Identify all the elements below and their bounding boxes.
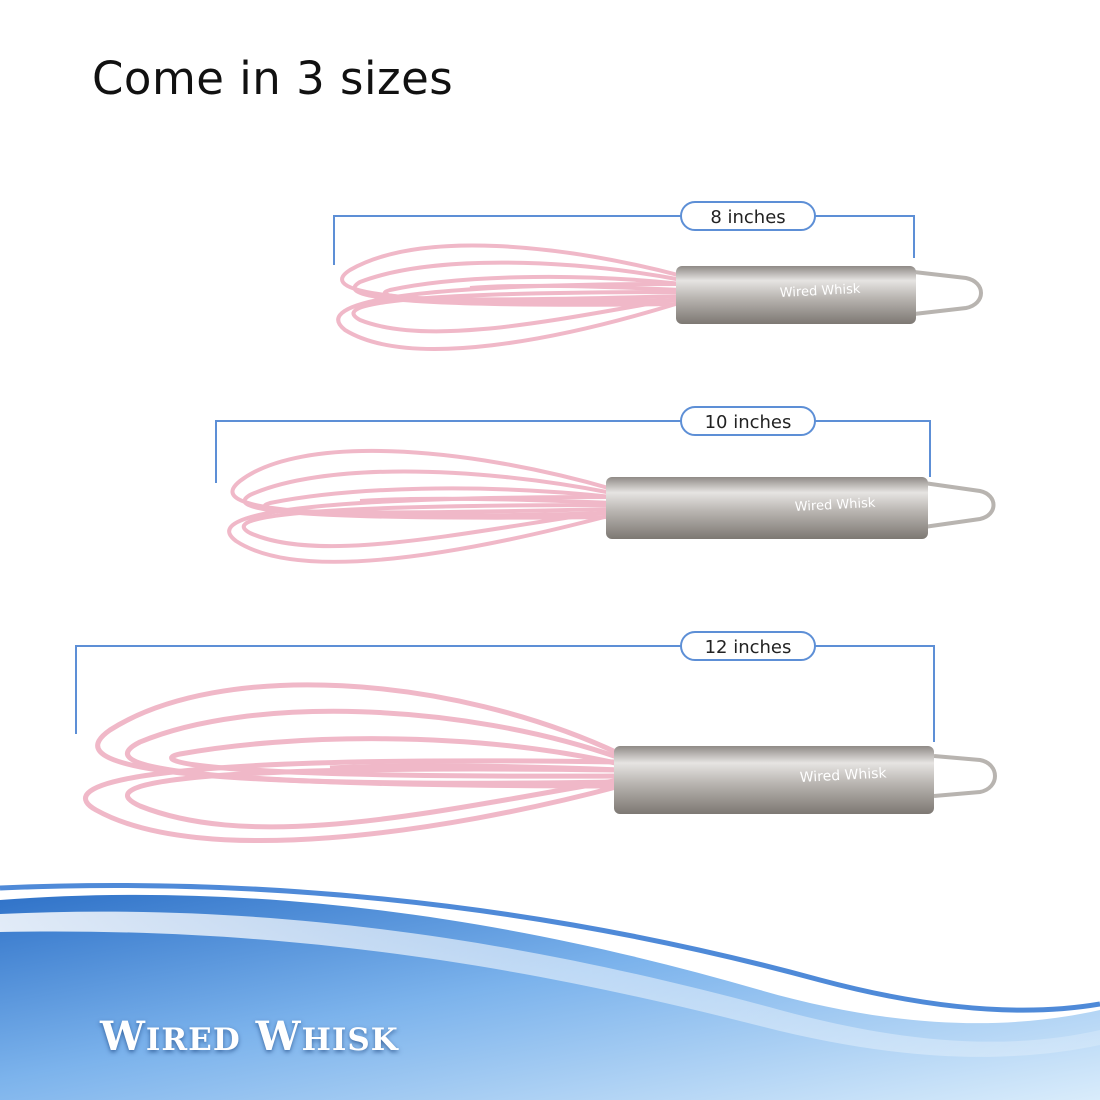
whisk-12-wires — [83, 682, 622, 844]
whisk-10-inch: Wired Whisk 10 inches — [0, 405, 1100, 595]
whisk-8-inch-drawing: Wired Whisk — [333, 215, 983, 351]
size-label-8: 8 inches — [680, 201, 816, 231]
brand-wordmark: WIRED WHISK — [100, 1013, 399, 1060]
dimension-line-8 — [333, 215, 915, 265]
whisk-8-loop — [913, 270, 983, 316]
whisk-10-loop — [923, 481, 996, 529]
whisk-10-inch-drawing: Wired Whisk — [215, 420, 996, 564]
size-label-10: 10 inches — [680, 406, 816, 436]
whisk-10-wires — [227, 448, 613, 564]
footer-wave — [0, 883, 1100, 1100]
whisk-12-handle-text: Wired Whisk — [799, 765, 887, 786]
whisk-12-inch-drawing: Wired Whisk — [75, 645, 997, 844]
whisk-12-loop — [933, 754, 997, 798]
dimension-line-12 — [75, 645, 935, 742]
whisk-8-handle-text: Wired Whisk — [779, 282, 861, 301]
whisk-12-handle — [614, 746, 934, 814]
whisk-10-handle-text: Wired Whisk — [794, 496, 876, 515]
whisk-10-handle — [606, 477, 928, 539]
footer-banner: WIRED WHISK — [0, 880, 1100, 1100]
size-label-12: 12 inches — [680, 631, 816, 661]
whisk-12-inch: Wired Whisk 12 inches — [0, 630, 1100, 870]
headline: Come in 3 sizes — [92, 52, 454, 105]
whisk-8-inch: Wired Whisk 8 inches — [0, 200, 1100, 380]
whisk-8-wires — [336, 243, 683, 351]
whisk-8-handle — [676, 266, 916, 324]
dimension-line-10 — [215, 420, 931, 483]
